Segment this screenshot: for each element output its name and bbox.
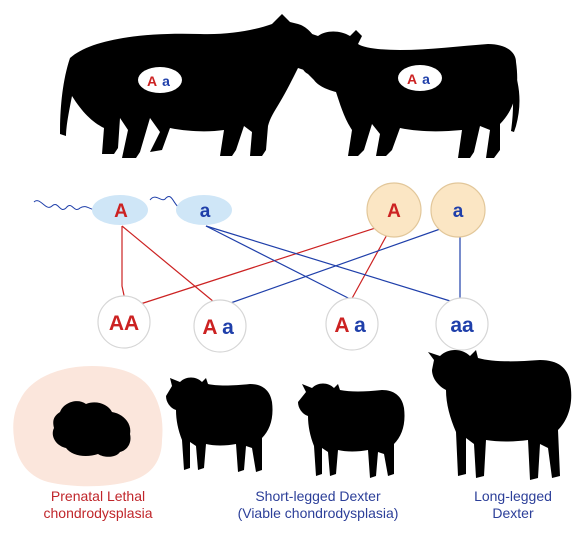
line-sperm-A-to-AA: [122, 226, 125, 300]
short-legged-calf-icon: [166, 378, 273, 473]
genotype-label: AA: [109, 312, 139, 335]
offspring-aa: aa: [436, 298, 488, 350]
sperm-a: a: [150, 195, 232, 225]
caption-long-line1: Long-legged: [458, 488, 568, 505]
caption-short-line1: Short-legged Dexter: [218, 488, 418, 505]
sperm-allele: A: [114, 201, 128, 222]
calf-short-2: [298, 384, 405, 479]
bull-allele-recessive: a: [162, 73, 170, 89]
offspring-Aa-right: A a: [326, 298, 378, 350]
genotype-label: aa: [450, 314, 474, 337]
caption-lethal-line1: Prenatal Lethal: [18, 488, 178, 505]
genotype-recessive: a: [222, 316, 234, 339]
offspring-Aa-left: A a: [194, 300, 246, 352]
sperm-tail-icon: [34, 201, 96, 210]
calf-long: [428, 350, 571, 480]
cow-allele-recessive: a: [422, 71, 430, 87]
genotype-recessive: a: [354, 314, 366, 337]
cow-allele-dominant: A: [407, 71, 417, 87]
cross-lines: [122, 222, 460, 308]
cow-silhouette: A a: [302, 30, 520, 158]
calf-short-1: [166, 378, 273, 473]
sperm-A: A: [34, 195, 148, 225]
lethal-fetus: [13, 366, 162, 486]
sperm-allele: a: [200, 201, 211, 222]
sperm-tail-icon: [150, 197, 180, 208]
caption-long-line2: Dexter: [458, 505, 568, 522]
offspring-AA: AA: [98, 296, 150, 348]
egg-A: A: [367, 183, 421, 237]
caption-lethal-line2: chondrodysplasia: [18, 505, 178, 522]
line-sperm-a-to-Aa-right: [206, 226, 356, 302]
bull-allele-dominant: A: [147, 73, 157, 89]
short-legged-calf-icon: [298, 384, 405, 479]
bull-silhouette: A a: [60, 14, 322, 158]
caption-lethal: Prenatal Lethal chondrodysplasia: [18, 488, 178, 522]
caption-short-legged: Short-legged Dexter (Viable chondrodyspl…: [218, 488, 418, 522]
egg-allele: a: [453, 201, 464, 222]
caption-long-legged: Long-legged Dexter: [458, 488, 568, 522]
line-sperm-A-to-Aa-left: [122, 226, 214, 302]
caption-short-line2: (Viable chondrodysplasia): [218, 505, 418, 522]
long-legged-calf-icon: [428, 350, 571, 480]
genotype-dominant: A: [202, 316, 217, 339]
egg-a: a: [431, 183, 485, 237]
line-sperm-a-to-aa: [206, 226, 460, 304]
egg-allele: A: [387, 201, 401, 222]
genotype-dominant: A: [334, 314, 349, 337]
